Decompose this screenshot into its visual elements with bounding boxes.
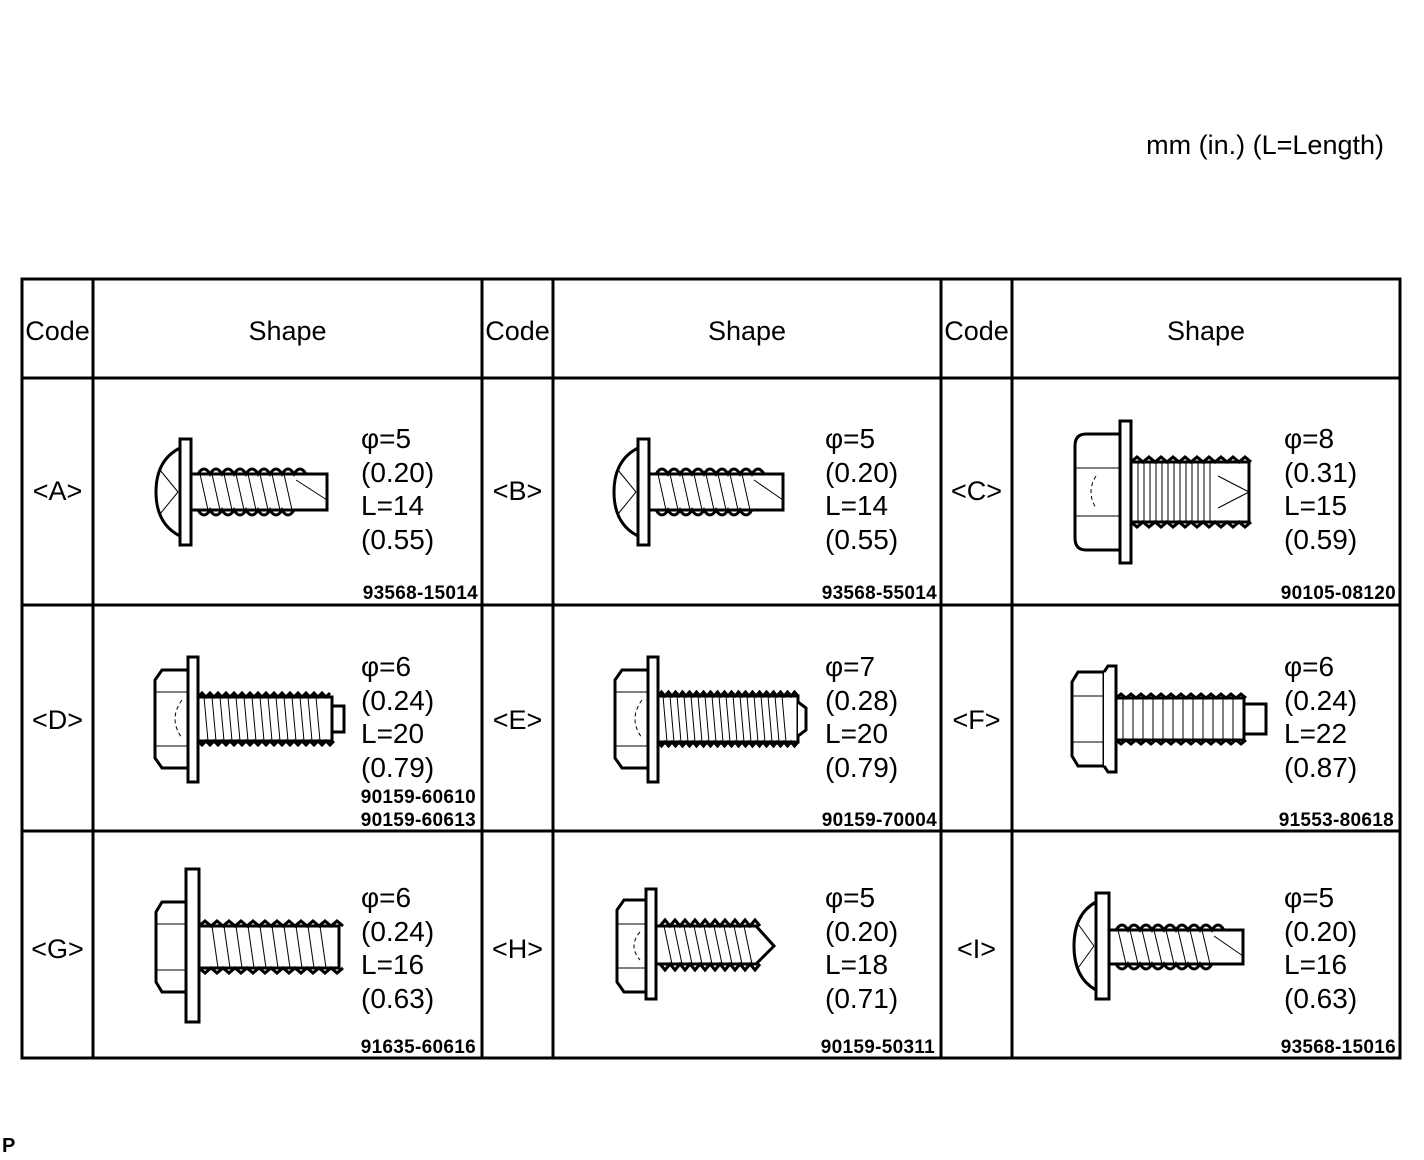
header-code-1: Code — [25, 316, 90, 346]
hex-tapping-screw-icon — [615, 887, 777, 1001]
pan-head-tapping-screw-icon — [1072, 891, 1245, 1001]
spec-a: φ=5(0.20)L=14(0.55) — [361, 423, 435, 555]
code-cell-b: <B> — [492, 476, 543, 506]
spec-c: φ=8(0.31)L=15(0.59) — [1284, 423, 1358, 555]
code-cell-e: <E> — [492, 705, 543, 735]
code-cell-h: <H> — [491, 934, 544, 964]
flange-hex-bolt-pilot-icon — [1070, 664, 1268, 774]
hex-washer-bolt-icon — [613, 655, 808, 784]
code-cell-f: <F> — [952, 705, 1001, 735]
part-number-i: 93568-15016 — [1280, 1037, 1396, 1058]
header-shape-1: Shape — [248, 316, 327, 346]
header-code-3: Code — [944, 316, 1009, 346]
code-cell-d: <D> — [31, 705, 84, 735]
header-code-2: Code — [485, 316, 550, 346]
code-cell-i: <I> — [956, 934, 997, 964]
pan-head-tapping-screw-icon — [154, 437, 329, 547]
spec-d: φ=6(0.24)L=20(0.79) — [361, 651, 435, 783]
spec-f: φ=6(0.24)L=22(0.87) — [1284, 651, 1358, 783]
corner-mark: P — [2, 1135, 16, 1157]
hex-washer-bolt-icon — [154, 867, 344, 1024]
part-number-e: 90159-70004 — [821, 810, 937, 831]
part-number-a: 93568-15014 — [362, 583, 478, 604]
flange-hex-bolt-icon — [1073, 419, 1252, 565]
spec-e: φ=7(0.28)L=20(0.79) — [825, 651, 899, 783]
part-number-b: 93568-55014 — [821, 583, 937, 604]
code-cell-a: <A> — [32, 476, 83, 506]
hex-washer-bolt-icon — [153, 655, 346, 784]
spec-g: φ=6(0.24)L=16(0.63) — [361, 882, 435, 1014]
header-shape-2: Shape — [707, 316, 787, 346]
header-shape-3: Shape — [1166, 316, 1246, 346]
units-note: mm (in.) (L=Length) — [1146, 130, 1384, 160]
part-number-f: 91553-80618 — [1278, 810, 1394, 831]
spec-b: φ=5(0.20)L=14(0.55) — [825, 423, 899, 555]
spec-i: φ=5(0.20)L=16(0.63) — [1284, 882, 1358, 1014]
part-number-g: 91635-60616 — [360, 1037, 476, 1058]
code-cell-c: <C> — [950, 476, 1003, 506]
code-cell-g: <G> — [31, 934, 84, 964]
pan-head-tapping-screw-icon — [612, 437, 785, 547]
part-number-h: 90159-50311 — [820, 1037, 935, 1058]
spec-h: φ=5(0.20)L=18(0.71) — [825, 882, 899, 1014]
part-number-c: 90105-08120 — [1280, 583, 1396, 604]
